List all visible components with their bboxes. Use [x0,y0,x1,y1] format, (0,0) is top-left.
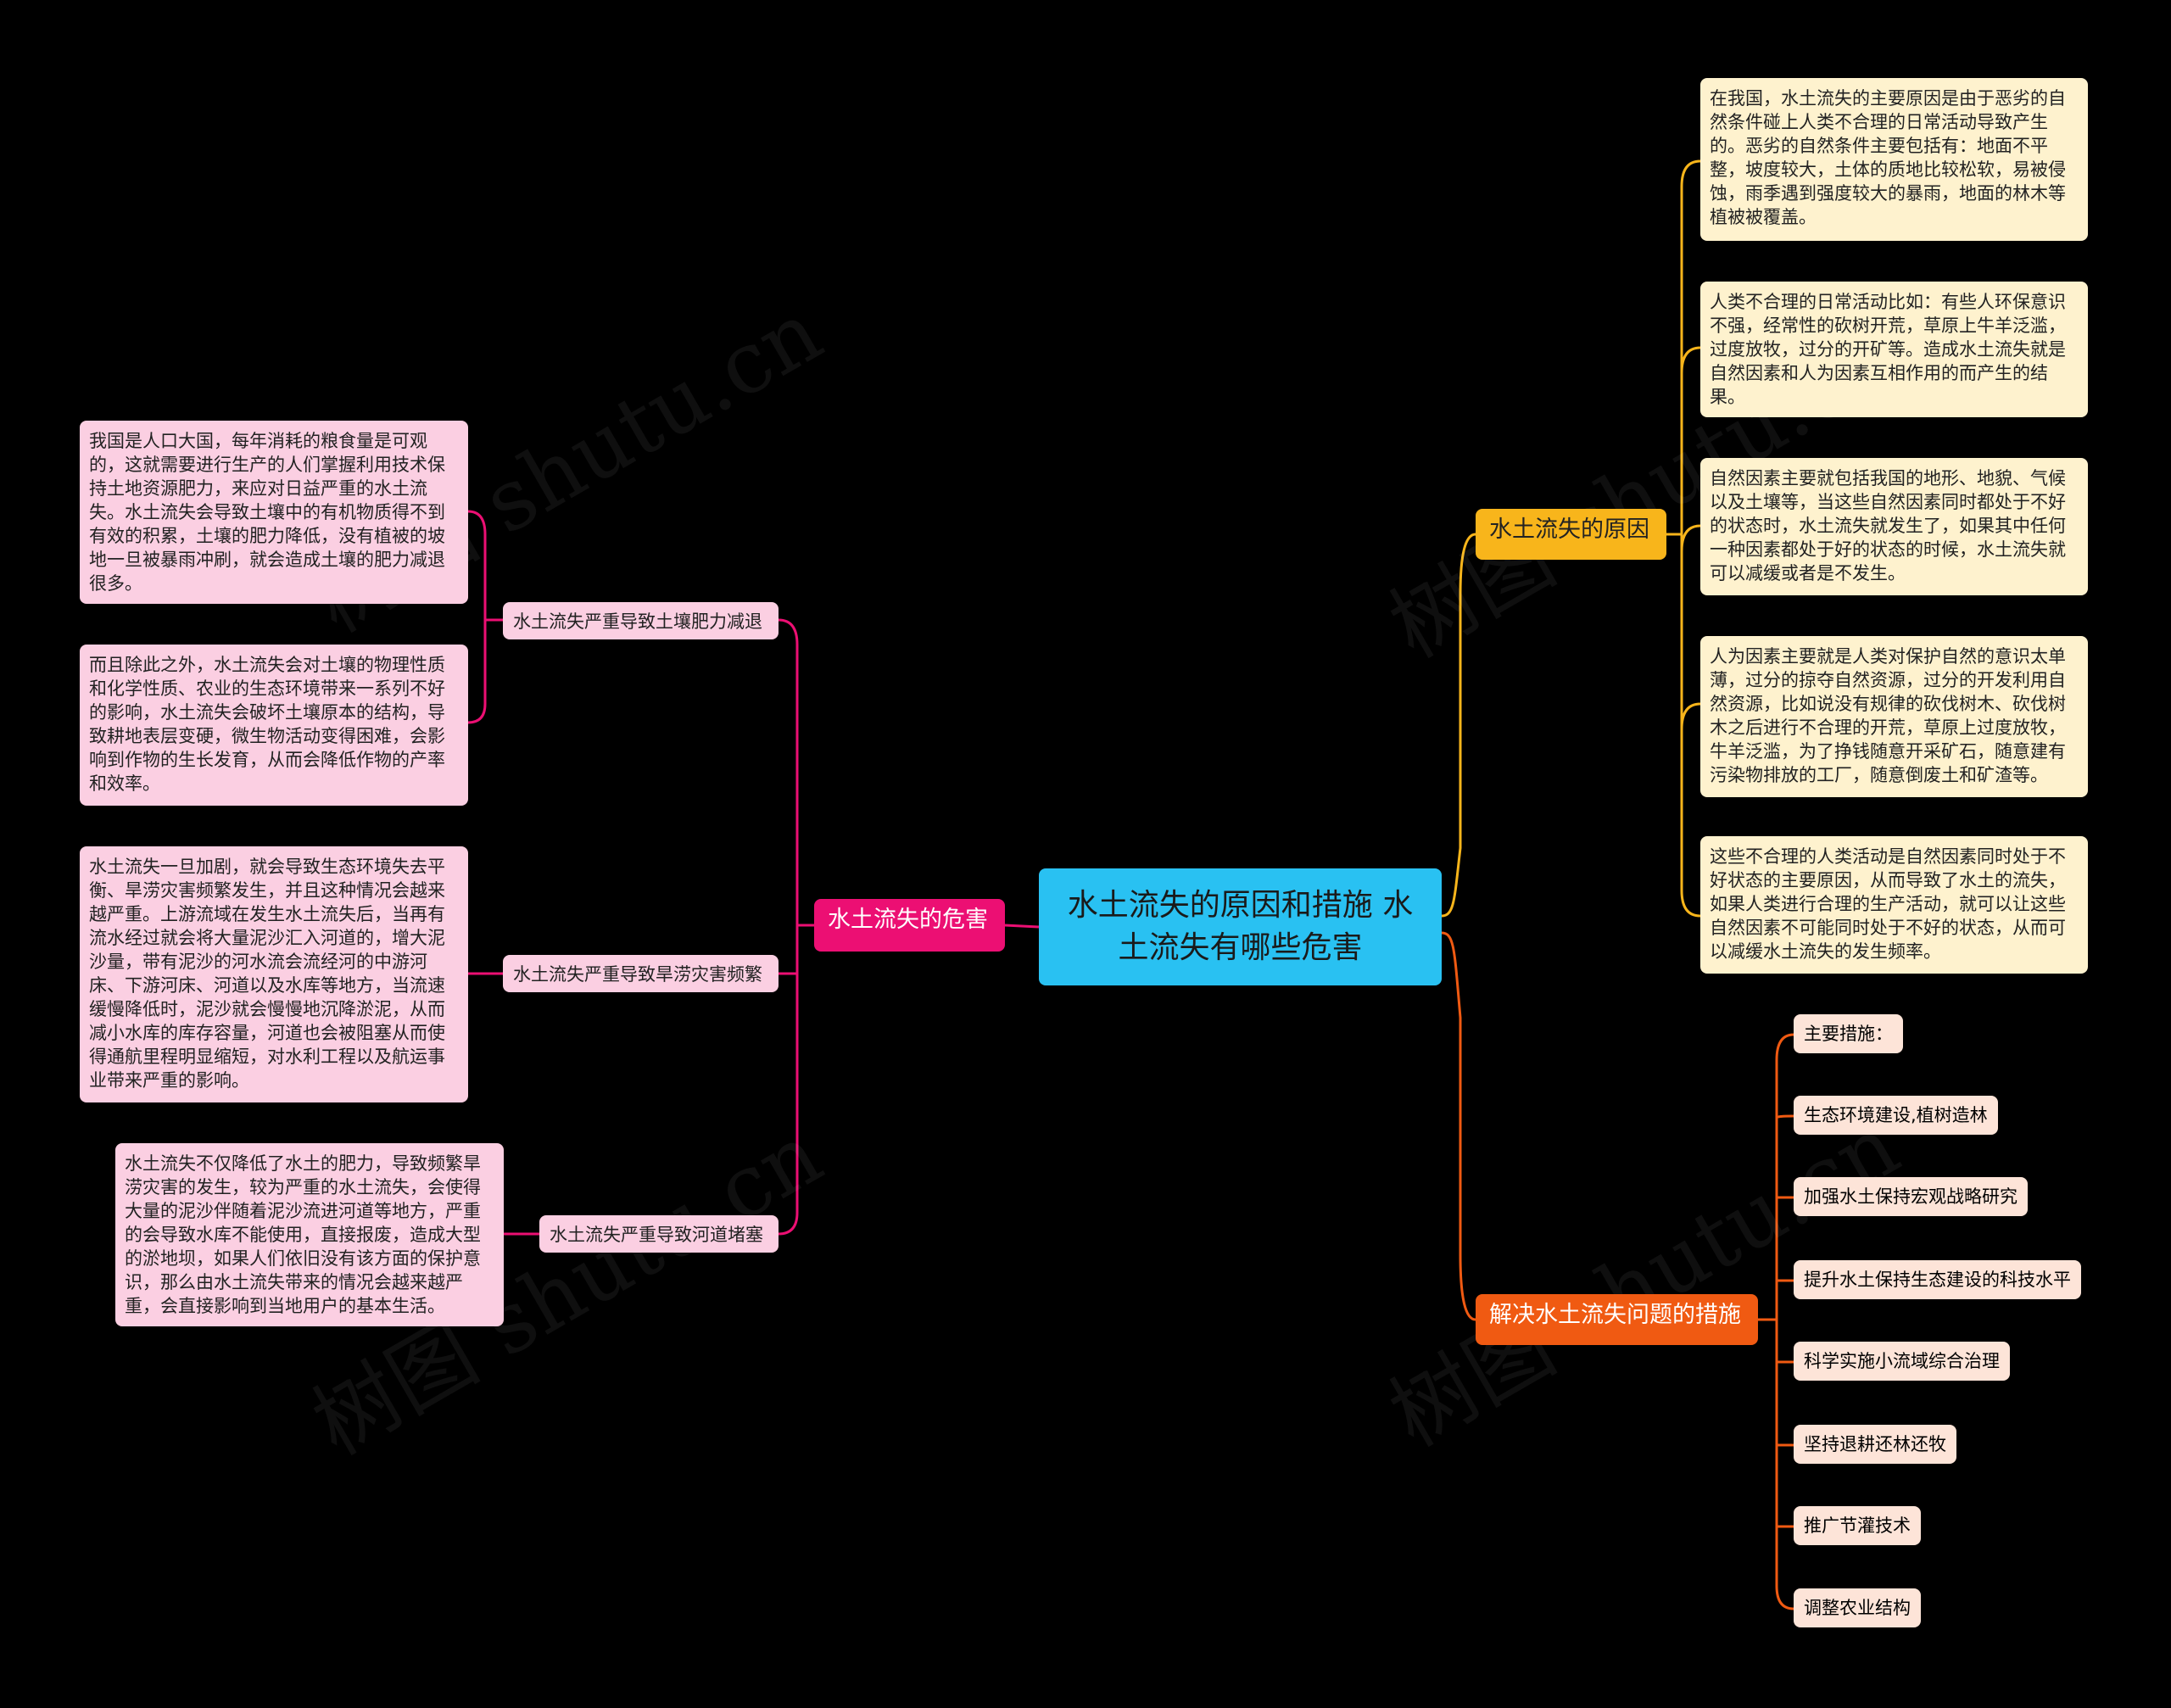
branch-causes[interactable]: 水土流失的原因 [1476,509,1666,560]
root-topic[interactable]: 水土流失的原因和措施 水土流失有哪些危害 [1039,868,1442,985]
measure-item-7[interactable]: 推广节灌技术 [1794,1506,1921,1545]
harm-detail-1[interactable]: 我国是人口大国，每年消耗的粮食量是可观的，这就需要进行生产的人们掌握利用技术保持… [80,421,468,604]
cause-detail-4[interactable]: 人为因素主要就是人类对保护自然的意识太单薄，过分的掠夺自然资源，过分的开发利用自… [1700,636,2088,797]
harm-sub-flood-drought[interactable]: 水土流失严重导致旱涝灾害频繁 [503,955,779,992]
cause-detail-1[interactable]: 在我国，水土流失的主要原因是由于恶劣的自然条件碰上人类不合理的日常活动导致产生的… [1700,78,2088,241]
harm-detail-2[interactable]: 而且除此之外，水土流失会对土壤的物理性质和化学性质、农业的生态环境带来一系列不好… [80,645,468,806]
measure-item-4[interactable]: 提升水土保持生态建设的科技水平 [1794,1260,2081,1299]
measure-item-3[interactable]: 加强水土保持宏观战略研究 [1794,1177,2028,1216]
measure-item-2[interactable]: 生态环境建设,植树造林 [1794,1096,1998,1135]
cause-detail-3[interactable]: 自然因素主要就包括我国的地形、地貌、气候以及土壤等，当这些自然因素同时都处于不好… [1700,458,2088,595]
branch-measures[interactable]: 解决水土流失问题的措施 [1476,1294,1758,1345]
harm-sub-river-blockage[interactable]: 水土流失严重导致河道堵塞 [539,1215,779,1253]
measure-item-8[interactable]: 调整农业结构 [1794,1588,1921,1627]
cause-detail-5[interactable]: 这些不合理的人类活动是自然因素同时处于不好状态的主要原因，从而导致了水土的流失，… [1700,836,2088,974]
measure-item-5[interactable]: 科学实施小流域综合治理 [1794,1342,2010,1381]
cause-detail-2[interactable]: 人类不合理的日常活动比如：有些人环保意识不强，经常性的砍树开荒，草原上牛羊泛滥，… [1700,282,2088,417]
harm-detail-3[interactable]: 水土流失一旦加剧，就会导致生态环境失去平衡、旱涝灾害频繁发生，并且这种情况会越来… [80,846,468,1102]
harm-sub-soil-fertility[interactable]: 水土流失严重导致土壤肥力减退 [503,602,779,639]
branch-harms[interactable]: 水土流失的危害 [814,899,1005,952]
measure-item-1[interactable]: 主要措施： [1794,1014,1903,1053]
harm-detail-4[interactable]: 水土流失不仅降低了水土的肥力，导致频繁旱涝灾害的发生，较为严重的水土流失，会使得… [115,1143,504,1326]
measure-item-6[interactable]: 坚持退耕还林还牧 [1794,1425,1956,1464]
